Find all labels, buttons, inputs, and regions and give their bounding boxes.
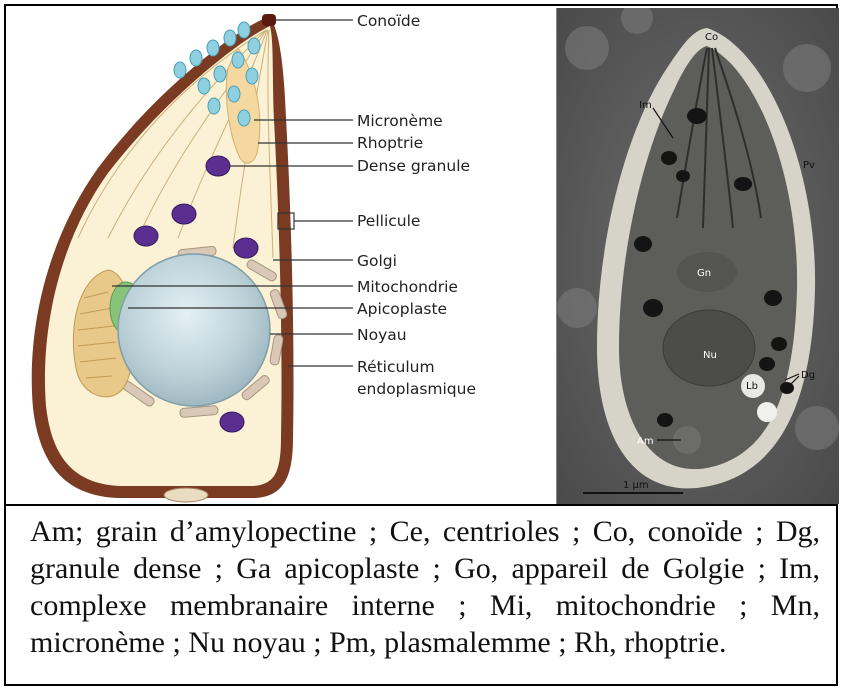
em-label-co: Co (705, 32, 718, 43)
label-rhoptrie: Rhoptrie (357, 134, 423, 152)
figure-frame: Conoïde Micronème Rhoptrie Dense granule… (4, 4, 838, 686)
label-pellicule: Pellicule (357, 212, 420, 230)
conoid (262, 14, 276, 26)
label-conoide: Conoïde (357, 12, 420, 30)
em-label-lb: Lb (746, 381, 758, 392)
label-mitochondrie: Mitochondrie (357, 278, 458, 296)
micrograph-svg: Co Im Pv Gn Nu Lb Dg Am 1 µm (557, 8, 839, 504)
em-label-nu: Nu (703, 350, 717, 361)
posterior-pore (164, 488, 208, 502)
label-noyau: Noyau (357, 326, 407, 344)
em-label-dg: Dg (801, 370, 815, 381)
nucleus-em (663, 310, 755, 386)
em-label-gn: Gn (697, 268, 711, 279)
em-label-im: Im (639, 100, 652, 111)
vacuole-em (757, 402, 777, 422)
figure-top: Conoïde Micronème Rhoptrie Dense granule… (8, 8, 836, 504)
label-microneme: Micronème (357, 112, 443, 130)
label-golgi: Golgi (357, 252, 397, 270)
label-apicoplaste: Apicoplaste (357, 300, 447, 318)
caption-divider (6, 504, 836, 506)
label-reticulum: Réticulum (357, 358, 435, 376)
schematic-svg: Conoïde Micronème Rhoptrie Dense granule… (8, 8, 552, 504)
micrograph-panel: Co Im Pv Gn Nu Lb Dg Am 1 µm (556, 8, 839, 504)
nucleus (118, 254, 270, 406)
em-label-am: Am (637, 436, 654, 447)
em-label-pv: Pv (803, 160, 815, 171)
figure-caption: Am; grain d’amylopectine ; Ce, centriole… (30, 513, 820, 661)
schematic-panel: Conoïde Micronème Rhoptrie Dense granule… (8, 8, 552, 504)
label-dense-granule: Dense granule (357, 157, 470, 175)
scale-bar-label: 1 µm (623, 480, 649, 491)
label-endoplasmique: endoplasmique (357, 380, 476, 398)
